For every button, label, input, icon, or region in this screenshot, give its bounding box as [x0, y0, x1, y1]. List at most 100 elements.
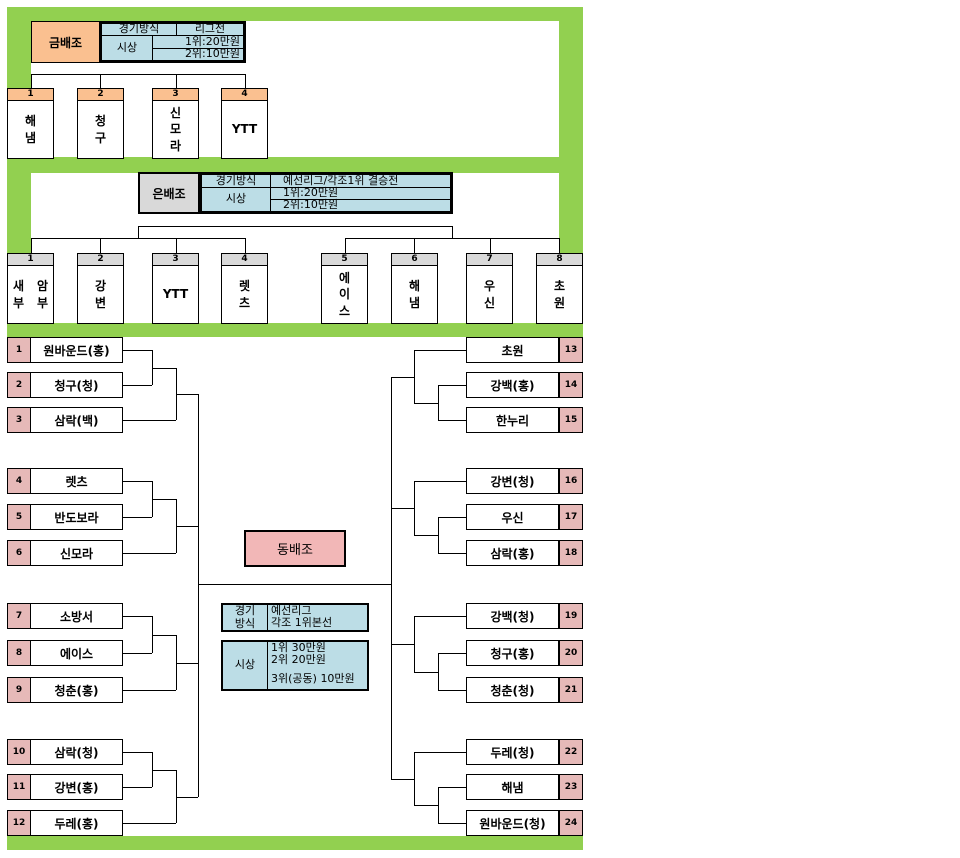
silver-team-seed: 2	[78, 254, 123, 266]
silver-team-name: 렛 츠	[238, 279, 251, 310]
bronze-bracket-line	[438, 787, 439, 823]
silver-team-name: 초 원	[553, 279, 566, 310]
gold-bracket-line	[31, 74, 246, 75]
silver-bracket-line	[31, 238, 32, 253]
silver-team-name-left: 새 부	[13, 279, 25, 310]
bronze-bracket-line	[438, 653, 466, 654]
silver-team-name: 새 부 암 부	[8, 266, 53, 323]
gold-team-1: 1 해 냄	[7, 88, 54, 159]
bronze-seed-number: 18	[559, 540, 583, 566]
gold-team-2: 2 청 구	[77, 88, 124, 159]
bronze-bracket-line	[176, 526, 198, 527]
gold-team-seed: 4	[222, 89, 267, 101]
bronze-bracket-line	[414, 350, 466, 351]
bronze-seed-number: 22	[559, 739, 583, 765]
bronze-seed-number: 7	[7, 603, 31, 629]
silver-bracket-line	[345, 238, 346, 253]
silver-bracket-line	[138, 226, 453, 227]
bronze-bracket-line	[438, 553, 466, 554]
bronze-bracket-line	[198, 460, 199, 730]
silver-prize-label: 시상	[201, 187, 271, 212]
bronze-seed-number: 2	[7, 372, 31, 398]
gold-bracket-line	[176, 74, 177, 88]
silver-team-name: 해 냄	[408, 279, 421, 310]
bronze-seed-number: 9	[7, 677, 31, 703]
bronze-bracket-line	[438, 787, 466, 788]
bronze-team-name: 초원	[466, 337, 559, 363]
bronze-bracket-line	[438, 420, 466, 421]
bronze-seed-number: 13	[559, 337, 583, 363]
bronze-bracket-line	[414, 616, 466, 617]
gold-team-seed: 2	[78, 89, 123, 101]
bronze-bracket-line	[391, 644, 414, 645]
bronze-bracket-line	[414, 403, 438, 404]
bronze-bracket-line	[391, 443, 392, 712]
silver-team-name: 우 신	[483, 279, 496, 310]
silver-team-3: 3 YTT	[152, 253, 199, 324]
bronze-bracket-line	[414, 752, 466, 753]
bronze-seed-number: 17	[559, 504, 583, 530]
silver-team-seed: 8	[537, 254, 582, 266]
bronze-bracket-line	[176, 770, 177, 823]
bronze-bracket-line	[176, 635, 177, 690]
silver-team-name: YTT	[162, 287, 189, 302]
frame-gold-divider	[7, 157, 583, 173]
gold-team-name: 해 냄	[24, 114, 37, 145]
bronze-bracket-line	[438, 823, 466, 824]
gold-bracket-line	[31, 74, 32, 88]
bronze-seed-number: 23	[559, 774, 583, 800]
bronze-bracket-line	[123, 752, 152, 753]
gold-team-3: 3 신 모 라	[152, 88, 199, 159]
bronze-bracket-line	[176, 663, 198, 664]
bronze-bracket-line	[123, 481, 152, 482]
bronze-bracket-line	[414, 805, 438, 806]
bronze-bracket-line	[414, 481, 466, 482]
bronze-bracket-line	[152, 770, 176, 771]
silver-team-seed: 4	[222, 254, 267, 266]
bronze-bracket-line	[438, 653, 439, 690]
bronze-team-name: 삼락(청)	[30, 739, 123, 765]
silver-bracket-line	[345, 238, 560, 239]
bronze-team-name: 반도보라	[30, 504, 123, 530]
silver-team-2: 2 강 변	[77, 253, 124, 324]
bronze-bracket-line	[391, 377, 392, 508]
bronze-group-title: 동배조	[244, 530, 346, 567]
bronze-bracket-line	[152, 499, 176, 500]
bronze-bracket-line	[176, 394, 198, 395]
silver-team-name: 에 이 스	[338, 271, 351, 318]
bronze-bracket-line	[438, 517, 466, 518]
bronze-bracket-line	[123, 787, 152, 788]
bronze-bracket-line	[152, 368, 176, 369]
bronze-format-value-2: 각조 1위본선	[271, 616, 333, 629]
bronze-team-name: 청춘(홍)	[30, 677, 123, 703]
frame-left-upper	[7, 7, 31, 88]
bronze-bracket-line	[123, 420, 176, 421]
bronze-bracket-line	[414, 616, 415, 672]
silver-bracket-line	[452, 226, 453, 239]
bronze-bracket-line	[198, 663, 199, 797]
bronze-bracket-line	[438, 385, 466, 386]
bronze-format-label: 경기 방식	[223, 605, 268, 630]
bronze-seed-number: 15	[559, 407, 583, 433]
silver-team-4: 4 렛 츠	[221, 253, 268, 324]
silver-team-7: 7 우 신	[466, 253, 513, 324]
frame-top	[7, 7, 583, 21]
bronze-prize-2: 2위 20만원	[271, 653, 326, 666]
bronze-bracket-line	[123, 653, 152, 654]
bronze-bracket-line	[414, 752, 415, 805]
bronze-prize-label: 시상	[223, 642, 268, 689]
silver-team-seed: 6	[392, 254, 437, 266]
silver-info-table: 경기방식 예선리그/각조1위 결승전 시상 1위:20만원 2위:10만원	[199, 172, 453, 214]
silver-bracket-line	[138, 226, 139, 239]
bronze-seed-number: 20	[559, 640, 583, 666]
gold-team-seed: 3	[153, 89, 198, 101]
bronze-bracket-line	[414, 672, 438, 673]
bronze-bracket-line	[176, 797, 198, 798]
bronze-bracket-line	[152, 635, 176, 636]
silver-team-seed: 5	[322, 254, 367, 266]
bronze-format-box: 경기 방식 예선리그 각조 1위본선	[221, 603, 369, 632]
frame-right-upper	[559, 7, 583, 257]
bronze-team-name: 강변(홍)	[30, 774, 123, 800]
bronze-bracket-line	[152, 616, 153, 653]
bronze-bracket-line	[414, 350, 415, 403]
